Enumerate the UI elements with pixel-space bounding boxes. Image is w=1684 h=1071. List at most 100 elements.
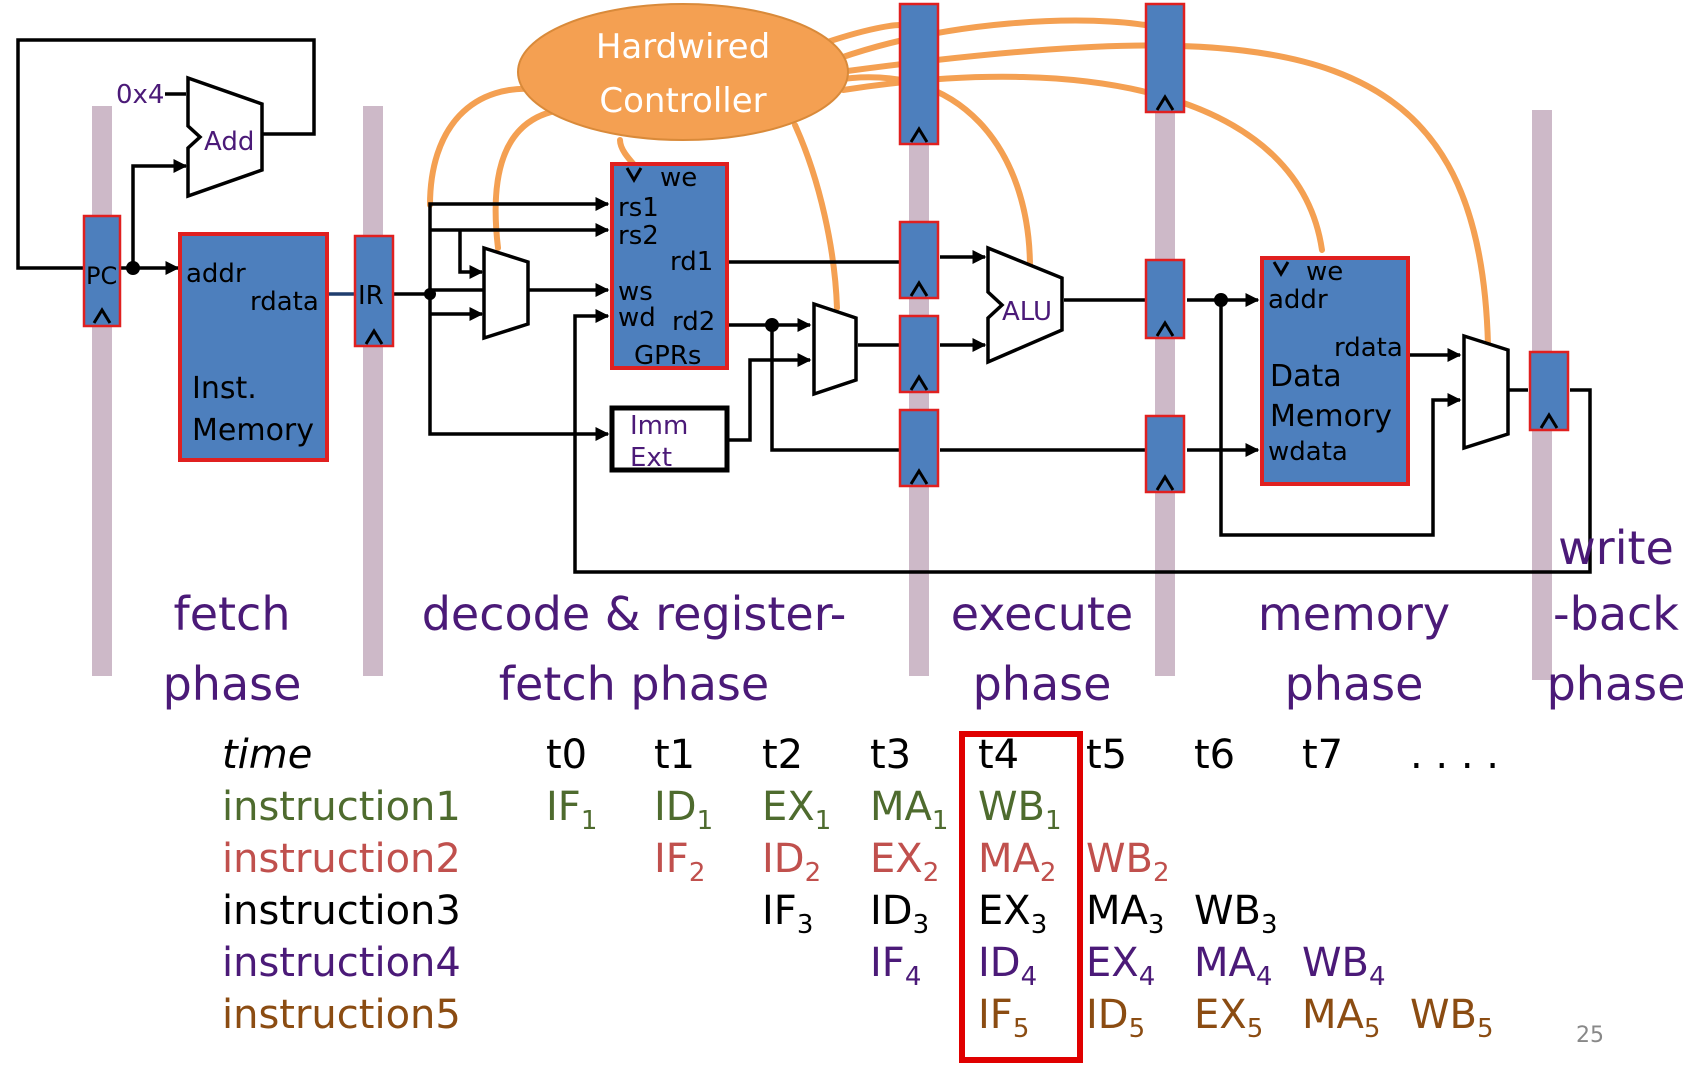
imem-name-2: Memory [192, 413, 314, 448]
control-line [492, 107, 563, 251]
pc-label: PC [86, 262, 117, 290]
control-line [832, 74, 1033, 271]
clock-caret-icon [909, 280, 929, 297]
instruction-label: instruction5 [222, 992, 461, 1038]
imm-label-2: Ext [630, 443, 672, 473]
clock-caret-icon [1155, 320, 1175, 337]
ex-register-b [898, 314, 940, 394]
phase-label: fetch phase [499, 657, 769, 711]
stage-cell: IF4 [870, 940, 921, 992]
junction-dot [765, 318, 779, 332]
hardwired-controller [517, 3, 849, 141]
clock-caret-icon [1155, 474, 1175, 491]
imem-addr-label: addr [186, 259, 246, 289]
instruction-memory [178, 232, 329, 462]
control-line [427, 85, 548, 208]
dmem-rdata-label: rdata [1334, 333, 1403, 363]
time-column-label: t4 [978, 732, 1019, 778]
imm-extender [609, 405, 730, 473]
gpr-name-label: GPRs [634, 341, 701, 371]
instruction-label: instruction3 [222, 888, 461, 934]
stage-pillar-memory [1155, 4, 1175, 676]
dmem-name-1: Data [1270, 359, 1342, 394]
time-column-label: t1 [654, 732, 695, 778]
phase-label: write [1558, 521, 1674, 575]
stage-cell: WB1 [978, 784, 1062, 836]
phase-label: phase [973, 657, 1112, 711]
dmem-we-label: we [1306, 257, 1343, 287]
instruction-label: instruction4 [222, 940, 461, 986]
stage-cell: IF3 [762, 888, 813, 940]
phase-label: -back [1553, 587, 1679, 641]
clock-caret-icon [364, 328, 384, 345]
gpr-rs2-label: rs2 [618, 221, 659, 251]
dmem-name-2: Memory [1270, 399, 1392, 434]
instruction-label: instruction2 [222, 836, 461, 882]
stage-cell: IF2 [654, 836, 705, 888]
ex-register-store [898, 408, 940, 488]
phase-label: phase [163, 657, 302, 711]
time-column-label: t0 [546, 732, 587, 778]
junction-dot [424, 288, 436, 300]
control-line [792, 122, 840, 311]
stage-cell: ID1 [654, 784, 713, 836]
pc-adder [186, 75, 264, 199]
wb-register [1528, 350, 1570, 432]
junction-dot [1214, 293, 1228, 307]
stage-cell: MA4 [1194, 940, 1272, 992]
ma-register-alu [1144, 258, 1186, 340]
stage-cell: EX3 [978, 888, 1047, 940]
phase-label: decode & register- [422, 587, 847, 641]
imm-label-1: Imm [630, 411, 688, 441]
clock-caret-icon [909, 374, 929, 391]
clock-caret-icon [1155, 94, 1175, 111]
phase-label: phase [1285, 657, 1424, 711]
time-column-label: t5 [1086, 732, 1127, 778]
clock-caret-icon [92, 307, 112, 324]
time-column-label: t7 [1302, 732, 1343, 778]
controller-label-1: Hardwired [596, 27, 770, 67]
gpr-ws-label: ws [618, 277, 653, 307]
control-line [837, 17, 1148, 61]
stage-cell: EX2 [870, 836, 939, 888]
time-column-label: t3 [870, 732, 911, 778]
stage-cell: MA1 [870, 784, 948, 836]
alu-label: ALU [1002, 297, 1052, 327]
stage-cell: MA5 [1302, 992, 1380, 1044]
stage-cell: ID3 [870, 888, 929, 940]
instruction-label: instruction1 [222, 784, 461, 830]
controller-label-2: Controller [599, 81, 766, 121]
data-memory [1260, 256, 1410, 486]
gpr-rd2-label: rd2 [672, 307, 715, 337]
const-4-label: 0x4 [116, 80, 164, 110]
stage-cell: WB3 [1194, 888, 1278, 940]
gpr-rs1-label: rs1 [618, 193, 659, 223]
phase-label: fetch [174, 587, 291, 641]
stage-cell: ID5 [1086, 992, 1145, 1044]
gpr-rd1-label: rd1 [670, 247, 713, 277]
stage-cell: WB5 [1410, 992, 1494, 1044]
alu [986, 245, 1064, 365]
highlight-column-box [959, 731, 1083, 1063]
time-label: time [222, 732, 312, 778]
control-line [837, 42, 1491, 348]
junction-dot [126, 261, 140, 275]
stage-cell: IF1 [546, 784, 597, 836]
stage-cell: MA3 [1086, 888, 1164, 940]
clock-caret-icon [909, 468, 929, 485]
gpr-we-label: we [660, 163, 697, 193]
slide-number: 25 [1576, 1023, 1604, 1048]
clock-caret-icon [1539, 412, 1559, 429]
data-wires [16, 38, 1592, 574]
dmem-wdata-label: wdata [1268, 437, 1348, 467]
phase-label: execute [951, 587, 1133, 641]
clock-caret-icon [909, 126, 929, 143]
phase-labels: fetch phase decode & register- fetch pha… [163, 521, 1684, 711]
time-column-label: . . . . [1410, 732, 1499, 778]
stage-cell: ID4 [978, 940, 1037, 992]
ma-register-store [1144, 414, 1186, 494]
imem-name-1: Inst. [192, 371, 257, 406]
